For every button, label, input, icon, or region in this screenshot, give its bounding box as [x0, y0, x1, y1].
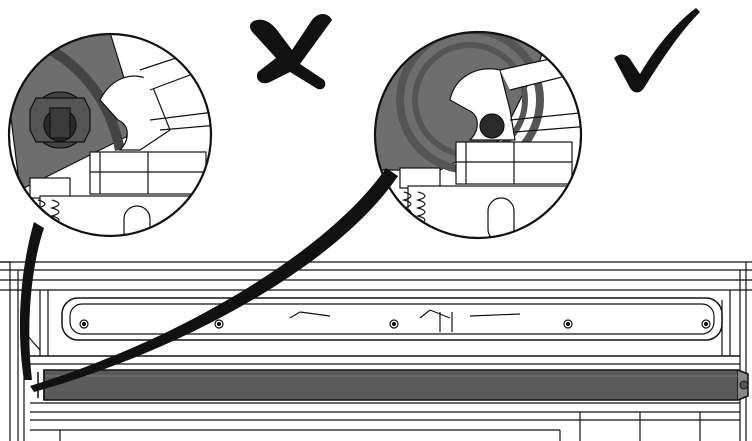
printer-mechanism	[0, 261, 752, 441]
platen-roller	[37, 369, 749, 401]
callout-leader-lines	[19, 168, 398, 392]
cross-mark-icon	[249, 14, 332, 90]
check-mark-icon	[614, 8, 700, 93]
roller-shaft-misaligned	[29, 91, 91, 149]
slot-screws	[79, 319, 711, 329]
correct-detail-view	[373, 30, 583, 240]
incorrect-detail-view	[7, 32, 213, 238]
